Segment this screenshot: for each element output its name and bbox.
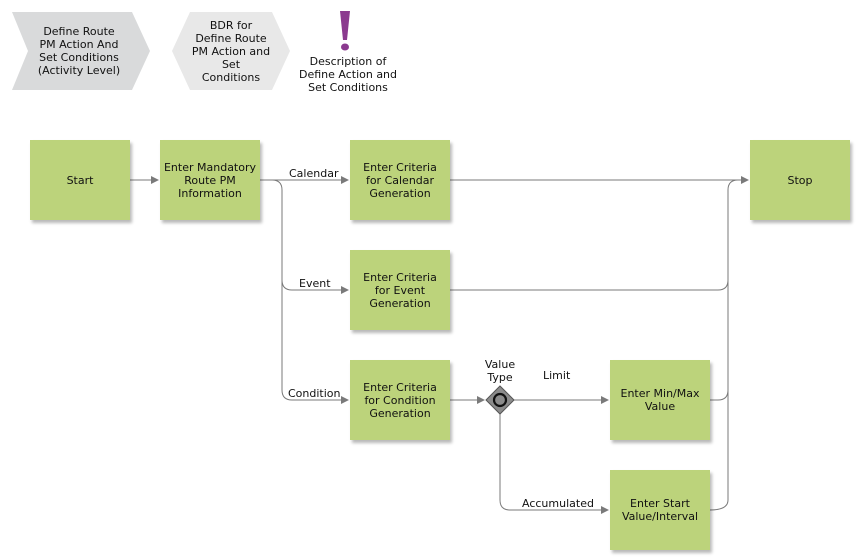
edge-gateway-to-start-value: [499, 414, 609, 514]
edge-label-event: Event: [299, 277, 331, 290]
value-type-gateway: [485, 385, 515, 415]
calendar-criteria-node[interactable]: Enter Criteria for Calendar Generation: [350, 140, 450, 220]
edge-label-calendar: Calendar: [289, 167, 339, 180]
mandatory-info-node[interactable]: Enter Mandatory Route PM Information: [160, 140, 260, 220]
condition-criteria-node[interactable]: Enter Criteria for Condition Generation: [350, 360, 450, 440]
process-chevron: Define Route PM Action And Set Condition…: [10, 10, 152, 92]
process-chevron-label: Define Route PM Action And Set Condition…: [37, 25, 121, 77]
hexagon-shape: [172, 12, 290, 90]
bdr-hexagon-label: BDR for Define Route PM Action and Set C…: [191, 18, 271, 84]
description-label: Description of Define Action and Set Con…: [298, 55, 398, 94]
exclamation-icon: [337, 10, 353, 52]
edge-label-limit: Limit: [543, 369, 571, 382]
edge-event-to-merge: [450, 279, 729, 291]
gateway-label: Value Type: [484, 358, 516, 384]
stop-node[interactable]: Stop: [750, 140, 850, 220]
bdr-hexagon: BDR for Define Route PM Action and Set C…: [170, 10, 292, 92]
edge-label-condition: Condition: [288, 387, 341, 400]
edge-label-accumulated: Accumulated: [522, 497, 594, 510]
chevron-shape: [12, 12, 150, 90]
minmax-value-node[interactable]: Enter Min/Max Value: [610, 360, 710, 440]
edge-minmax-to-merge: [710, 389, 729, 401]
edge-to-event: [281, 279, 349, 294]
edge-branch-trunk: [271, 179, 293, 401]
start-node[interactable]: Start: [30, 140, 130, 220]
event-criteria-node[interactable]: Enter Criteria for Event Generation: [350, 250, 450, 330]
edge-merge-trunk: [709, 179, 739, 511]
start-value-node[interactable]: Enter Start Value/Interval: [610, 470, 710, 550]
